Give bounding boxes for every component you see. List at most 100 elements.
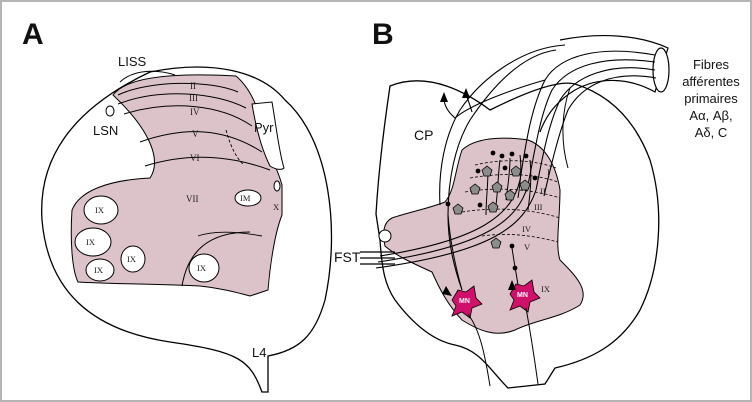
central-canal-b [378, 229, 392, 243]
lamina-vi-a: VI [190, 153, 200, 163]
ix-nucleus-4 [120, 245, 146, 273]
terminal-dot-5 [502, 165, 508, 171]
fst-label: FST [334, 249, 361, 265]
lamina-line-ventral [197, 231, 263, 237]
ix-label-4: IX [127, 254, 136, 264]
fibre-long-2 [439, 44, 566, 206]
terminal-dot-6 [475, 168, 481, 174]
fibres-line-5: Aδ, C [695, 125, 728, 140]
liss-label: LISS [118, 54, 147, 69]
lamina-iii-a: III [189, 93, 198, 103]
lamina-ii-a: II [190, 81, 196, 91]
lamina-line-4 [139, 131, 263, 153]
interneuron-7 [487, 201, 499, 213]
fibre-2 [377, 59, 656, 263]
motor-axon-1 [467, 313, 491, 387]
lamina-line-2 [117, 93, 247, 109]
terminal-dot-8 [477, 202, 483, 208]
lamina-ii-b: II [540, 186, 546, 196]
l4-label: L4 [252, 345, 266, 360]
panel-b-letter: B [372, 18, 394, 51]
motoneurons: MN MN [442, 279, 541, 387]
central-canal-a [273, 180, 281, 192]
lam-dash-2 [469, 174, 559, 183]
panel-b: B [334, 18, 740, 389]
cp-arrow-head-1 [440, 92, 448, 102]
pyr-label: Pyr [254, 120, 274, 135]
lamina-iii-b: III [534, 202, 543, 212]
panel-a: A LISS LSN Pyr L4 [22, 18, 333, 393]
motoneuron-2 [509, 279, 541, 313]
afferent-fibres [375, 44, 657, 291]
collateral-4 [527, 159, 532, 211]
interneuron-4 [519, 179, 531, 191]
im-label: IM [240, 193, 251, 203]
interneuron-8 [452, 203, 464, 215]
cp-label: CP [414, 127, 433, 143]
terminal-dot-2 [499, 153, 505, 159]
root-cut-end [652, 47, 670, 93]
collateral-3 [517, 154, 522, 199]
fibre-cp-1 [454, 79, 546, 119]
lamina-v-a: V [192, 129, 199, 139]
terminal-dot-1 [490, 150, 496, 156]
panel-a-letter: A [22, 18, 44, 51]
ix-label-2: IX [86, 237, 95, 247]
ix-nucleus-1 [83, 195, 119, 225]
terminal-dot-4 [523, 153, 529, 159]
terminal-dots [445, 150, 538, 271]
terminal-dot-3 [509, 151, 515, 157]
interneuron-2 [510, 165, 522, 177]
fibre-long-1 [447, 49, 557, 291]
ix-nucleus-2 [74, 227, 112, 257]
x-label: X [273, 202, 279, 212]
interneuron-3 [491, 181, 503, 193]
im-nucleus [234, 189, 262, 207]
ventral-horn-line [181, 231, 251, 287]
motoneuron-1 [451, 285, 483, 319]
lsn-label: LSN [93, 123, 118, 138]
terminal-dot-10 [445, 201, 451, 207]
interneuron-6 [504, 189, 516, 201]
fibre-3 [375, 67, 656, 269]
terminal-dot-9 [509, 243, 515, 249]
ix-label-5: IX [197, 263, 206, 273]
ix-label-3: IX [94, 265, 103, 275]
ix-nucleus-5 [188, 253, 220, 283]
terminal-dot-11 [512, 265, 518, 271]
fibres-line-1: Fibres [693, 57, 730, 72]
lam-dash-5 [481, 234, 559, 243]
arrow-to-mn-2 [508, 280, 516, 290]
pyr-area [251, 101, 285, 170]
lamina-line-5 [144, 156, 271, 171]
lamina-line-3 [123, 105, 253, 127]
interneuron-1 [481, 165, 493, 177]
ix-label-b: IX [541, 284, 550, 294]
lamina-i-b: I [547, 167, 550, 177]
ix-label-1: IX [95, 205, 104, 215]
arrow-to-mn-1 [442, 286, 452, 296]
grey-matter-a [70, 74, 283, 297]
lam-dash-1 [474, 160, 557, 169]
lam-dash-4 [461, 208, 561, 219]
fibres-line-4: Aα, Aβ, [689, 108, 732, 123]
fst-tract [360, 251, 395, 265]
lsn-dot [105, 105, 115, 117]
motor-axon-2 [525, 307, 539, 385]
lamina-v-b: V [524, 242, 531, 252]
lamina-dash [225, 129, 245, 166]
dorsal-groove [119, 70, 176, 83]
dorsal-root [539, 34, 669, 133]
ix-nucleus-3 [85, 258, 115, 282]
fibres-line-2: afférentes [682, 74, 740, 89]
mn-label-2: MN [517, 292, 528, 299]
interneuron-5 [469, 183, 481, 195]
fibre-1 [379, 50, 656, 257]
mn-label-1: MN [459, 298, 470, 305]
terminal-dot-7 [532, 175, 538, 181]
cp-arrows [440, 88, 473, 119]
fibre-4 [543, 75, 657, 197]
interneuron-9 [490, 237, 502, 249]
